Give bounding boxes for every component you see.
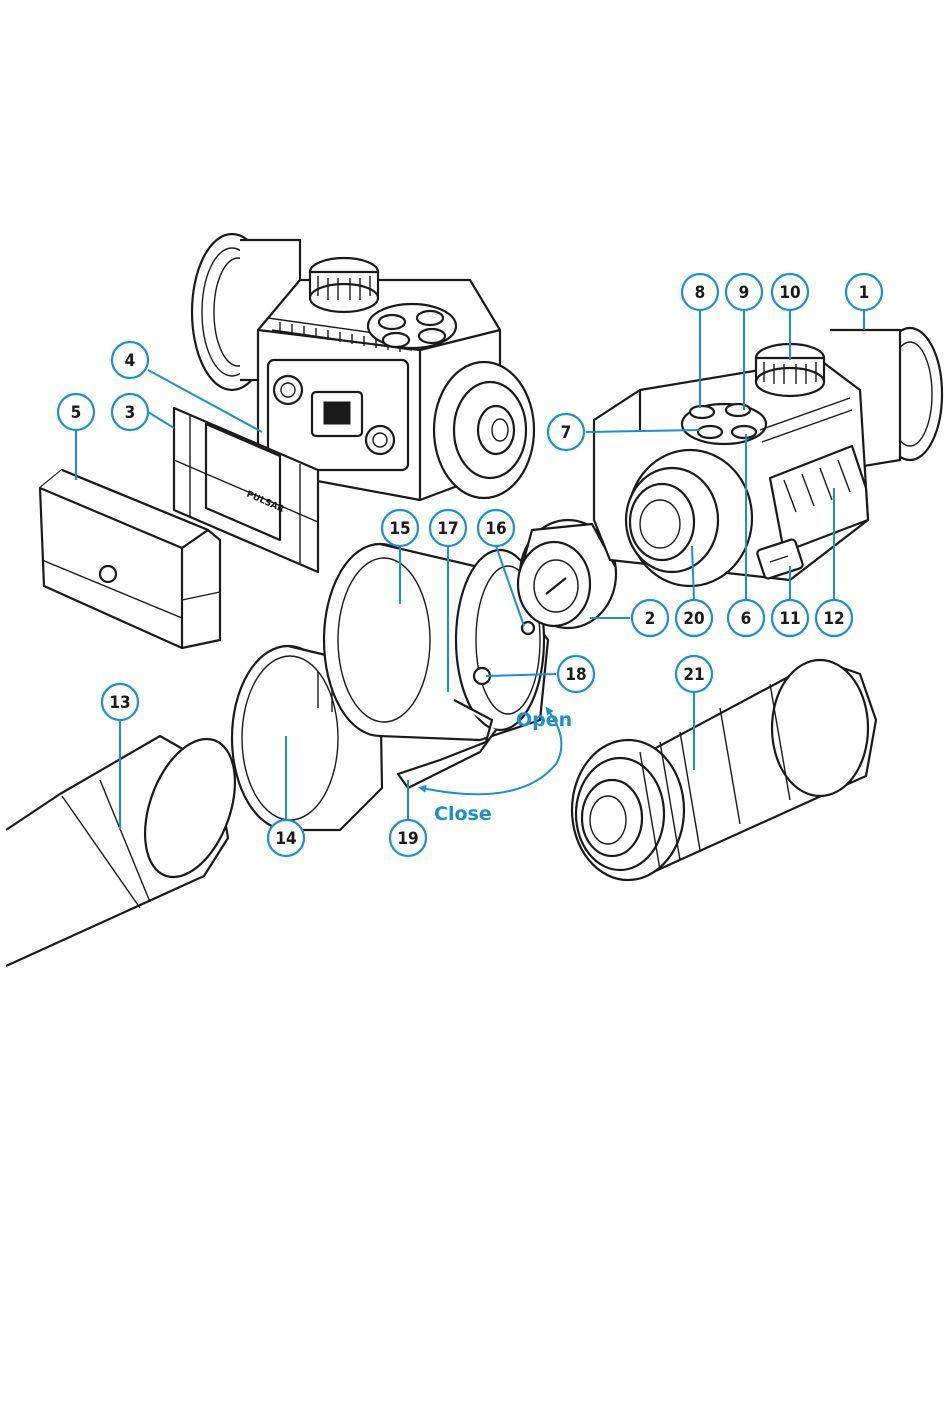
callout-9: 9 <box>726 274 762 310</box>
callout-10-label: 10 <box>779 283 800 303</box>
callout-3-label: 3 <box>125 403 136 423</box>
callout-15: 15 <box>382 510 418 546</box>
callout-6-label: 6 <box>741 609 752 629</box>
callout-19-label: 19 <box>397 829 418 849</box>
callout-20-label: 20 <box>683 609 704 629</box>
callout-16: 16 <box>478 510 514 546</box>
callout-2-label: 2 <box>645 609 656 629</box>
callout-8-label: 8 <box>695 283 706 303</box>
callout-19: 19 <box>390 820 426 856</box>
callout-21-label: 21 <box>683 665 704 685</box>
callout-8: 8 <box>682 274 718 310</box>
callout-4: 4 <box>112 342 148 378</box>
callout-14-label: 14 <box>275 829 296 849</box>
riflescope-tube <box>6 727 252 966</box>
callout-14: 14 <box>268 820 304 856</box>
callout-12: 12 <box>816 600 852 636</box>
device-front-view <box>594 328 942 586</box>
callout-4-label: 4 <box>125 351 136 371</box>
callout-11: 11 <box>772 600 808 636</box>
open-label: Open <box>516 709 572 731</box>
callout-20: 20 <box>676 600 712 636</box>
callout-15-label: 15 <box>389 519 410 539</box>
callout-11-label: 11 <box>779 609 800 629</box>
callout-17: 17 <box>430 510 466 546</box>
close-label: Close <box>434 803 492 825</box>
callout-21: 21 <box>676 656 712 692</box>
callout-1-label: 1 <box>859 283 870 303</box>
callout-12-label: 12 <box>823 609 844 629</box>
callout-5-label: 5 <box>71 403 82 423</box>
callout-10: 10 <box>772 274 808 310</box>
objective-lens <box>572 660 876 880</box>
rear-control-buttons <box>368 304 456 348</box>
callout-7-label: 7 <box>561 423 572 443</box>
callout-5: 5 <box>58 394 94 430</box>
callout-18-label: 18 <box>565 665 586 685</box>
callout-9-label: 9 <box>739 283 750 303</box>
callout-17-label: 17 <box>437 519 458 539</box>
callout-16-label: 16 <box>485 519 506 539</box>
callout-7: 7 <box>548 414 584 450</box>
callout-13: 13 <box>102 684 138 720</box>
callout-13-label: 13 <box>109 693 130 713</box>
callout-3: 3 <box>112 394 148 430</box>
callout-2: 2 <box>632 600 668 636</box>
callout-18: 18 <box>558 656 594 692</box>
callout-1: 1 <box>846 274 882 310</box>
leader-3 <box>148 412 174 428</box>
callout-6: 6 <box>728 600 764 636</box>
front-control-buttons <box>682 404 766 444</box>
